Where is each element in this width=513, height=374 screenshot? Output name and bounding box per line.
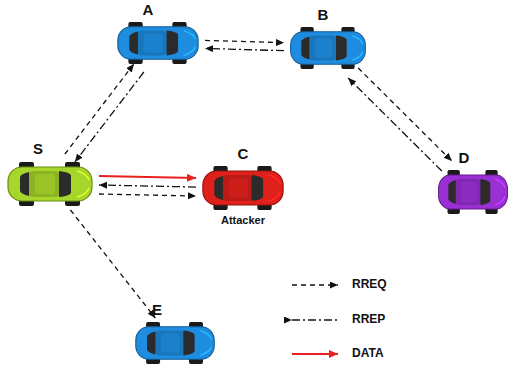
rreq-arrow — [65, 64, 134, 154]
legend-line-sample — [292, 284, 338, 285]
car-icon — [288, 27, 368, 69]
node-label: E — [152, 302, 162, 319]
data-arrow — [99, 176, 196, 178]
car-icon — [436, 170, 510, 214]
car-icon — [200, 166, 286, 210]
vehicle-node: S — [5, 162, 95, 206]
legend-label: DATA — [352, 347, 384, 360]
rreq-arrow — [99, 194, 196, 196]
rrep-arrow — [99, 185, 196, 187]
vehicle-node: E — [133, 322, 217, 364]
car-icon — [5, 162, 95, 206]
legend-label: RREP — [352, 313, 385, 326]
rreq-arrow — [358, 68, 452, 161]
node-label: S — [33, 141, 43, 158]
rrep-arrow — [205, 48, 284, 50]
role-label: Attacker — [221, 214, 265, 226]
node-label: B — [318, 7, 329, 24]
car-icon — [133, 322, 217, 364]
car-icon — [115, 22, 201, 64]
rreq-arrow — [70, 210, 155, 318]
node-label: C — [238, 146, 249, 163]
rreq-arrow — [205, 40, 284, 42]
vehicle-node: D — [436, 170, 510, 214]
legend-line-sample — [292, 319, 338, 320]
rrep-arrow — [75, 72, 144, 162]
vehicle-node: A — [115, 22, 201, 64]
legend-line-sample — [292, 353, 338, 355]
rrep-arrow — [348, 78, 442, 171]
legend-label: RREQ — [352, 278, 387, 291]
vehicle-node: CAttacker — [200, 166, 286, 210]
vehicle-node: B — [288, 27, 368, 69]
node-label: A — [143, 2, 154, 19]
node-label: D — [459, 150, 470, 167]
